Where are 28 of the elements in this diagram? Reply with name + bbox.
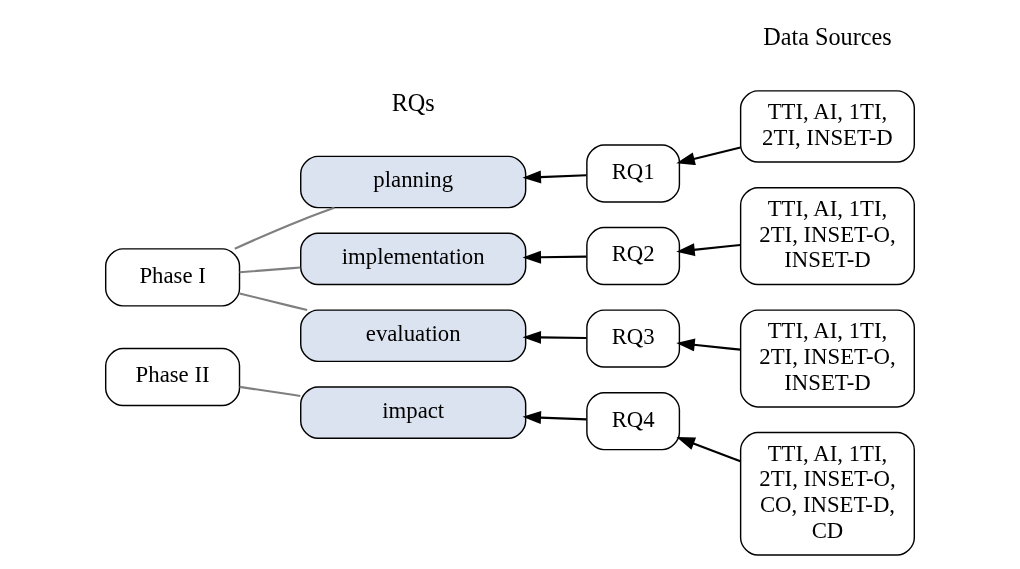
node-box: RQ4 xyxy=(586,392,681,451)
arrow xyxy=(522,250,587,264)
node-box: implementation xyxy=(300,232,527,286)
node-box: TTI, AI, 1TI, 2TI, INSET-O, CO, INSET-D, CD xyxy=(739,431,915,556)
arrow xyxy=(522,330,587,344)
arrow xyxy=(676,146,741,166)
node-box: Phase I xyxy=(105,248,241,307)
connector xyxy=(239,385,301,397)
connector xyxy=(239,292,308,312)
arrow xyxy=(676,338,741,352)
node-box: planning xyxy=(300,155,527,209)
label: Data Sources xyxy=(763,23,892,51)
node-box: TTI, AI, 1TI, 2TI, INSET-O, INSET-D xyxy=(739,309,915,408)
label: RQs xyxy=(391,88,435,116)
arrow xyxy=(676,243,741,257)
arrow xyxy=(522,170,587,184)
node-box: impact xyxy=(300,386,527,439)
connector xyxy=(239,266,301,274)
node-box: RQ1 xyxy=(586,144,681,203)
connector xyxy=(234,206,335,250)
node-box: TTI, AI, 1TI, 2TI, INSET-D xyxy=(739,90,915,163)
node-box: TTI, AI, 1TI, 2TI, INSET-O, INSET-D xyxy=(739,187,915,286)
node-box: Phase II xyxy=(105,347,241,407)
node-box: RQ3 xyxy=(586,309,681,368)
node-box: RQ2 xyxy=(586,226,681,286)
node-box: evaluation xyxy=(300,309,527,363)
arrow xyxy=(522,411,587,425)
arrow xyxy=(676,437,741,463)
